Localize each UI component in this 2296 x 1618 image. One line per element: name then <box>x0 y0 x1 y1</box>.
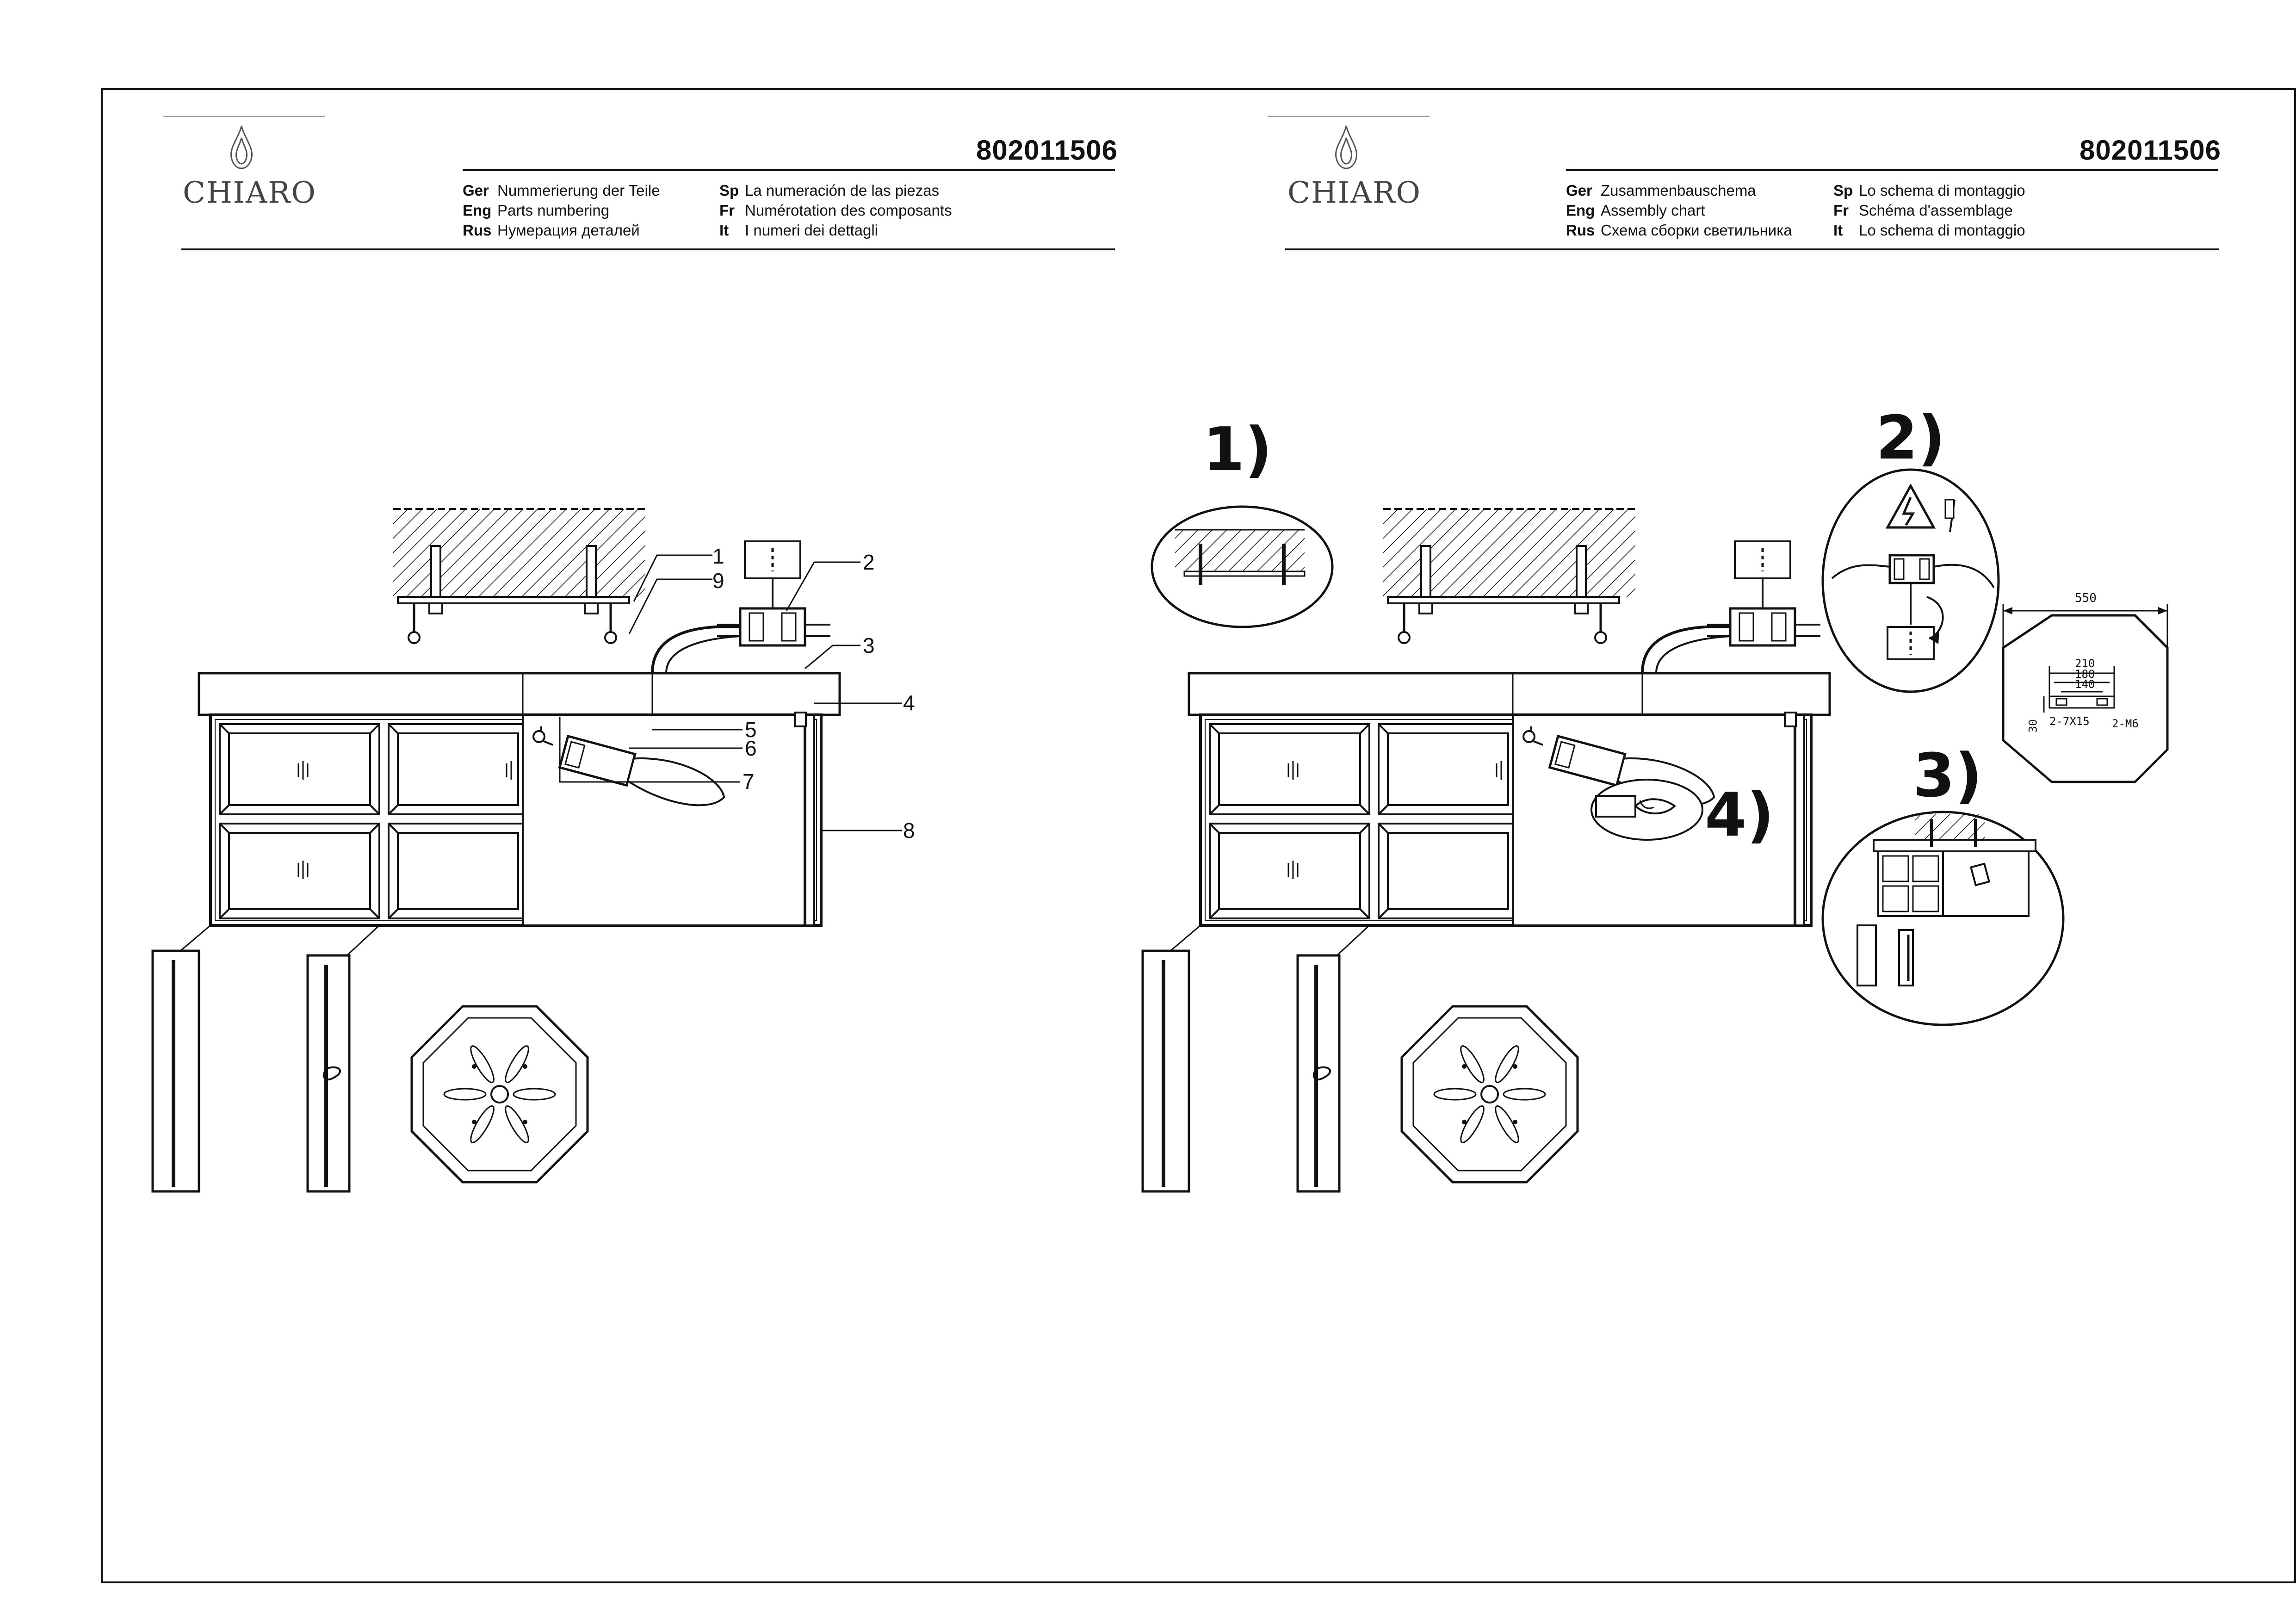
sheet-border <box>101 88 2296 1583</box>
header-rule-bottom <box>1285 248 2219 250</box>
dimension-180: 180 <box>2075 668 2095 681</box>
dimension-screw: 2-M6 <box>2112 717 2139 730</box>
header-rule-top <box>463 169 1115 171</box>
product-code: 802011506 <box>976 135 1118 166</box>
part-number-3: 3 <box>863 633 875 657</box>
step-label-2: 2) <box>1876 403 1945 473</box>
drop-logo-icon <box>230 125 253 169</box>
step-label-1: 1) <box>1203 414 1272 484</box>
brand-name: CHIARO <box>1287 176 1421 210</box>
part-number-2: 2 <box>863 550 875 574</box>
dimension-210: 210 <box>2075 657 2095 670</box>
brand-name: CHIARO <box>183 176 316 210</box>
logo-rule <box>163 116 325 117</box>
part-number-8: 8 <box>903 818 915 843</box>
dimension-30: 30 <box>2026 719 2040 733</box>
dimension-140: 140 <box>2075 678 2095 691</box>
drop-logo-icon <box>1335 125 1357 169</box>
step-label-3: 3) <box>1913 740 1982 811</box>
dimension-slot: 2-7X15 <box>2049 715 2090 728</box>
part-number-4: 4 <box>903 691 915 715</box>
part-number-6: 6 <box>745 736 757 760</box>
header-rule-top <box>1566 169 2218 171</box>
dimension-550: 550 <box>2075 591 2097 605</box>
part-number-5: 5 <box>745 718 757 742</box>
part-number-7: 7 <box>743 769 755 794</box>
step-label-4: 4) <box>1705 780 1774 850</box>
part-number-9: 9 <box>712 569 724 593</box>
header-rule-bottom <box>181 248 1115 250</box>
logo-rule <box>1268 116 1430 117</box>
part-number-1: 1 <box>712 544 724 568</box>
product-code: 802011506 <box>2079 135 2222 166</box>
